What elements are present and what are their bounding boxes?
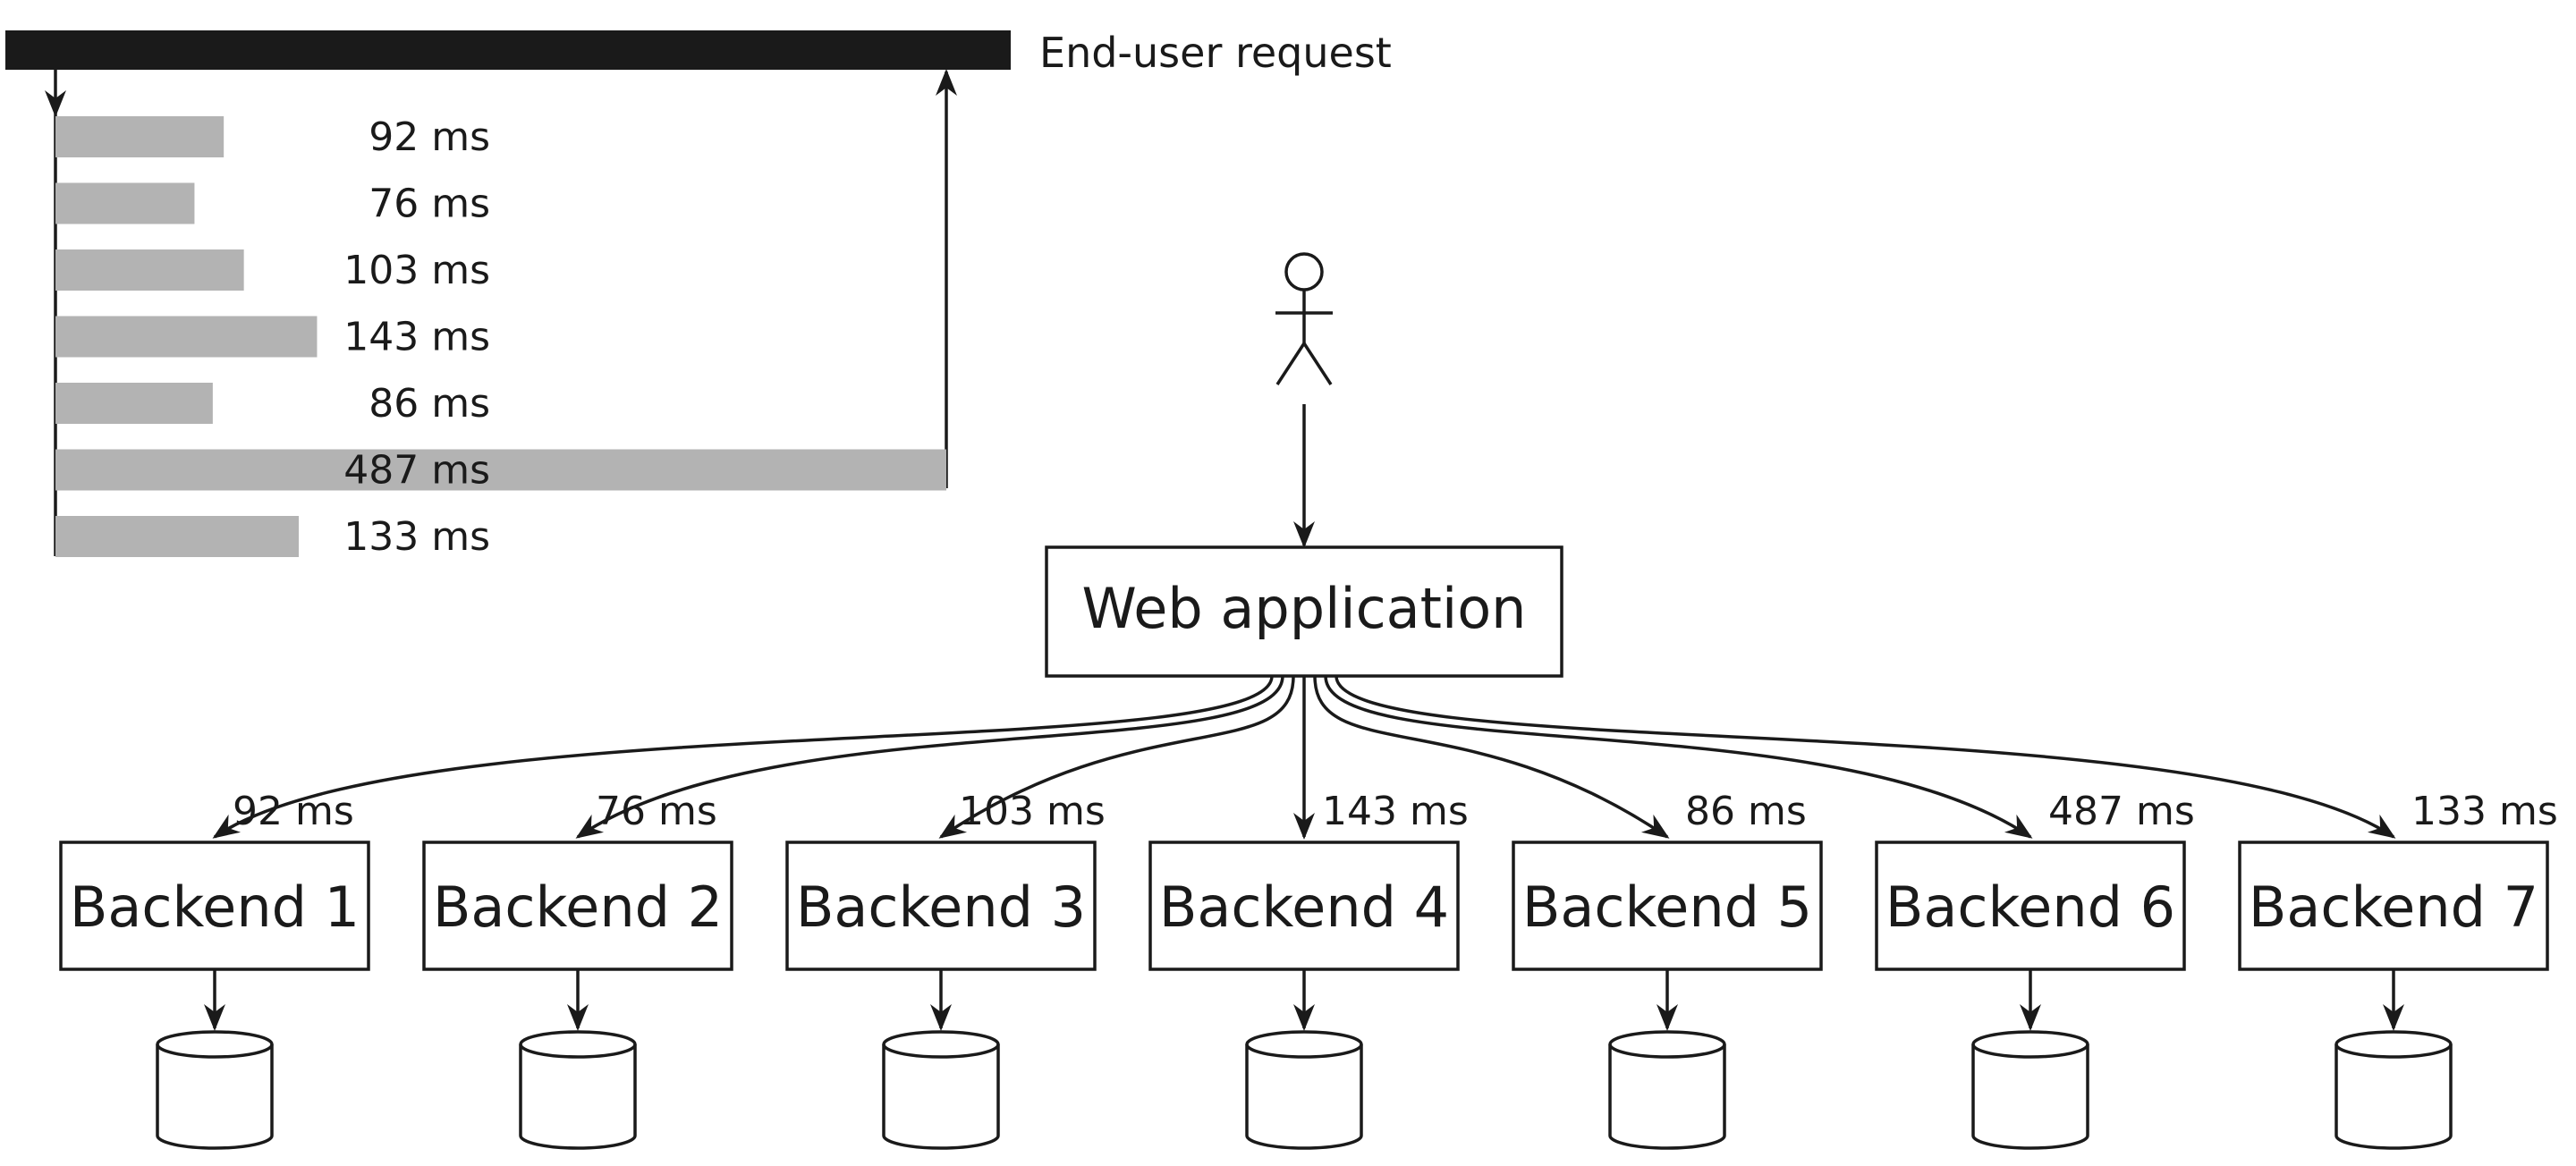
fan-out-arrow <box>212 675 1274 839</box>
database-icon <box>519 1030 637 1150</box>
backend-latency-label: 133 ms <box>2411 789 2558 834</box>
backend-node: Backend 1 <box>59 841 370 971</box>
end-user-request-label: End-user request <box>1039 29 1392 77</box>
database-icon <box>882 1030 1000 1150</box>
web-application-label: Web application <box>1082 576 1527 641</box>
backend-label: Backend 1 <box>70 874 360 940</box>
backend-node: Backend 6 <box>1875 841 2186 971</box>
backend-latency-label: 143 ms <box>1322 789 1469 834</box>
backend-latency-label: 86 ms <box>1685 789 1807 834</box>
latency-bar-label: 92 ms <box>369 114 490 160</box>
latency-bar-label: 103 ms <box>343 248 490 293</box>
latency-bar <box>55 516 300 557</box>
database-icon <box>1971 1030 2089 1150</box>
latency-bars: 92 ms 76 ms 103 ms 143 ms 86 ms 487 ms 133 ms <box>55 114 946 560</box>
database-icon <box>156 1030 274 1150</box>
latency-bar-label: 487 ms <box>343 448 490 494</box>
fan-out-arrow <box>1313 675 1670 839</box>
backend-label: Backend 7 <box>2249 874 2538 940</box>
fan-out-arrow <box>1335 675 2396 839</box>
backend-label: Backend 3 <box>796 874 1086 940</box>
fan-out-arrow <box>575 675 1284 839</box>
latency-bar <box>55 182 195 224</box>
backend-node: Backend 7 <box>2238 841 2549 971</box>
latency-bar <box>55 116 225 157</box>
backend-label: Backend 2 <box>433 874 723 940</box>
fan-out-arrow <box>938 675 1295 839</box>
stick-figure-user-icon <box>1275 252 1333 385</box>
backend-node: Backend 4 <box>1148 841 1460 971</box>
backend-node: Backend 2 <box>422 841 733 971</box>
database-icon <box>1245 1030 1363 1150</box>
backend-label: Backend 6 <box>1885 874 2175 940</box>
backend-box <box>2238 841 2549 971</box>
latency-bar-label: 133 ms <box>343 514 490 560</box>
backend-box <box>59 841 370 971</box>
end-user-request-bar <box>5 30 1011 70</box>
backend-node: Backend 3 <box>785 841 1097 971</box>
backends: 92 ms Backend 1 76 ms Backend 2 103 ms Backen… <box>59 675 2558 1150</box>
database-icon <box>2334 1030 2453 1150</box>
latency-bar <box>55 449 946 491</box>
backend-label: Backend 5 <box>1522 874 1812 940</box>
latency-bar <box>55 249 244 291</box>
latency-bar-label: 76 ms <box>369 182 490 227</box>
latency-bar <box>55 316 318 358</box>
fan-out-arrow <box>1324 675 2033 839</box>
backend-box <box>785 841 1097 971</box>
latency-bar-label: 143 ms <box>343 315 490 360</box>
backend-latency-label: 103 ms <box>959 789 1106 834</box>
backend-box <box>1148 841 1460 971</box>
latency-bar-label: 86 ms <box>369 381 490 427</box>
backend-label: Backend 4 <box>1159 874 1449 940</box>
web-application-node: Web application <box>1045 545 1563 678</box>
backend-latency-label: 92 ms <box>233 789 354 834</box>
latency-bar <box>55 383 213 424</box>
backend-latency-label: 487 ms <box>2048 789 2195 834</box>
backend-box <box>1875 841 2186 971</box>
database-icon <box>1608 1030 1726 1150</box>
backend-latency-label: 76 ms <box>596 789 717 834</box>
backend-node: Backend 5 <box>1512 841 1823 971</box>
